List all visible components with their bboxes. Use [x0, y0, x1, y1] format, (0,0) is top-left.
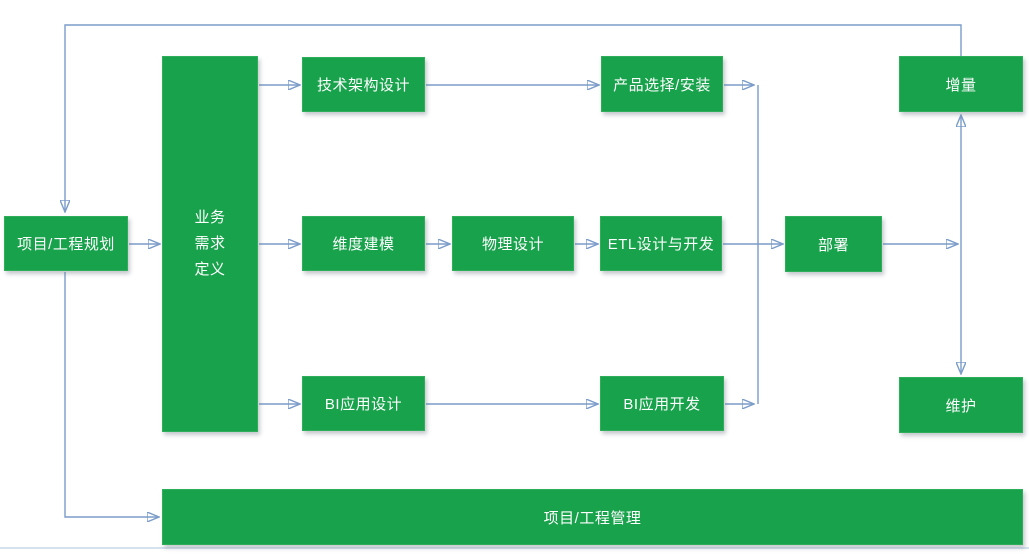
- node-project-management-bar: 项目/工程管理: [162, 489, 1023, 545]
- node-tech-architecture-design: 技术架构设计: [302, 57, 425, 112]
- node-increment: 增量: [899, 56, 1023, 112]
- node-business-requirements-line3: 定义: [194, 261, 226, 278]
- edge-planning-management: [64, 272, 158, 517]
- node-project-planning: 项目/工程规划: [4, 216, 128, 271]
- node-business-requirements: 业务 需求 定义: [162, 56, 258, 432]
- node-maintenance: 维护: [899, 377, 1023, 433]
- edge-increment-planning: [65, 24, 962, 211]
- node-business-requirements-line1: 业务: [194, 209, 226, 226]
- node-product-selection-install: 产品选择/安装: [601, 56, 723, 112]
- node-physical-design: 物理设计: [452, 216, 574, 271]
- node-dimensional-modeling: 维度建模: [302, 216, 425, 271]
- node-bi-app-development: BI应用开发: [600, 376, 724, 431]
- node-business-requirements-line2: 需求: [194, 235, 226, 252]
- node-bi-app-design: BI应用设计: [302, 376, 425, 431]
- node-deployment: 部署: [785, 216, 882, 272]
- node-etl-design-development: ETL设计与开发: [600, 216, 722, 271]
- page-bottom-divider: [0, 547, 1029, 549]
